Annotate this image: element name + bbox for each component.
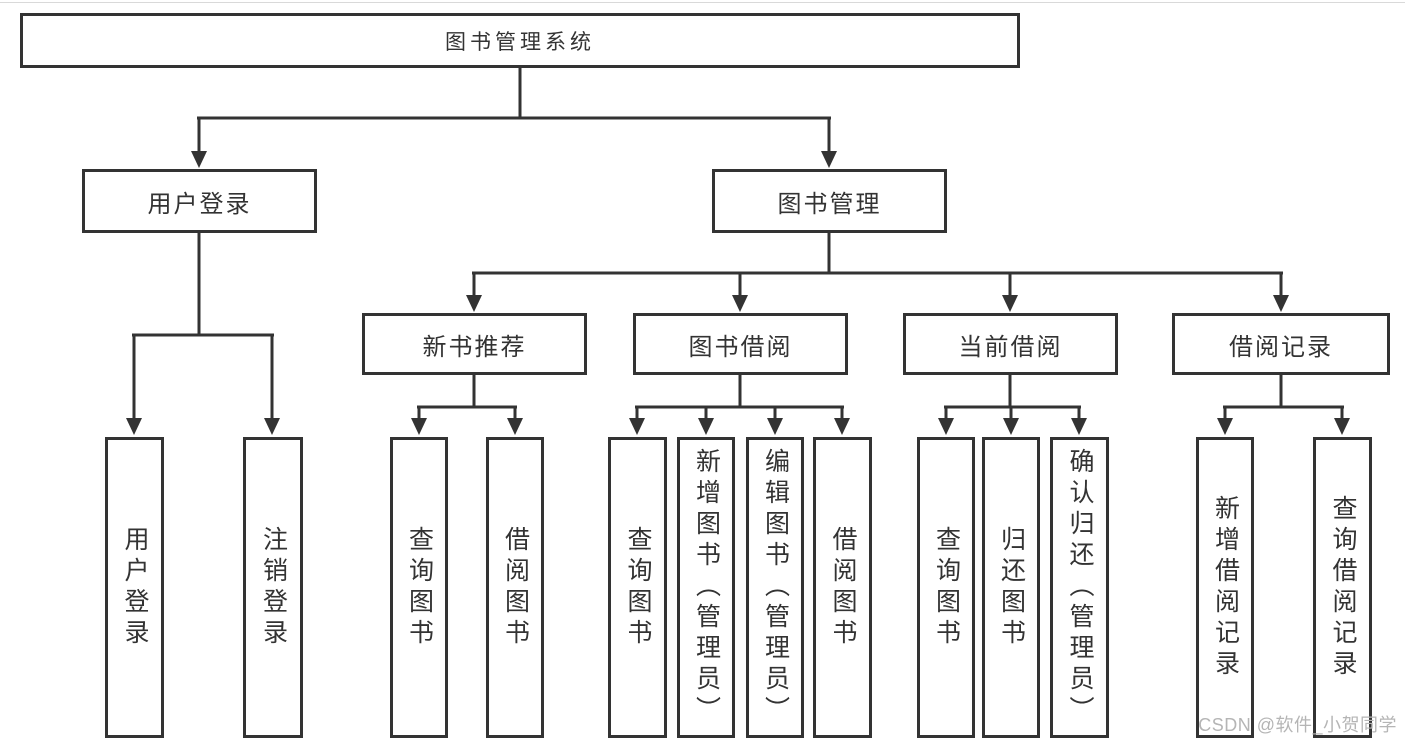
arrowhead bbox=[732, 295, 748, 312]
arrowhead bbox=[1003, 418, 1019, 435]
arrowhead bbox=[698, 418, 714, 435]
node-user-login-label: 用户登录 bbox=[147, 190, 252, 218]
leaf-confirm-return-admin: 确认归还（管理员） bbox=[1050, 437, 1109, 738]
arrowhead bbox=[1334, 418, 1350, 435]
leaf-query-borrow-record: 查询借阅记录 bbox=[1313, 437, 1372, 738]
page-top-divider bbox=[0, 2, 1405, 3]
leaf-add-borrow-record: 新增借阅记录 bbox=[1196, 437, 1254, 738]
leaf-recommend-borrow-book: 借阅图书 bbox=[486, 437, 544, 738]
connector-book-management bbox=[472, 233, 1283, 300]
connector-new-book-recommend bbox=[417, 375, 517, 423]
node-book-borrow-label: 图书借阅 bbox=[688, 333, 793, 361]
csdn-watermark: CSDN @软件_小贺同学 bbox=[1198, 715, 1397, 735]
connector-book-borrow bbox=[635, 375, 844, 423]
leaf-add-book-admin: 新增图书（管理员） bbox=[677, 437, 735, 738]
node-library-system-label: 图书管理系统 bbox=[445, 30, 595, 54]
arrowhead bbox=[821, 151, 837, 168]
leaf-logout: 注销登录 bbox=[243, 437, 303, 738]
leaf-recommend-borrow-book-label: 借阅图书 bbox=[501, 525, 530, 650]
leaf-borrow-book: 借阅图书 bbox=[813, 437, 872, 738]
leaf-logout-label: 注销登录 bbox=[259, 525, 288, 650]
leaf-add-borrow-record-label: 新增借阅记录 bbox=[1211, 494, 1240, 681]
leaf-recommend-query-book: 查询图书 bbox=[390, 437, 448, 738]
arrowhead bbox=[1273, 295, 1289, 312]
node-library-system: 图书管理系统 bbox=[20, 13, 1020, 68]
leaf-borrow-query-book-label: 查询图书 bbox=[624, 525, 652, 650]
leaf-confirm-return-admin-label: 确认归还（管理员） bbox=[1066, 448, 1094, 727]
node-current-borrow: 当前借阅 bbox=[903, 313, 1118, 375]
arrowhead bbox=[126, 418, 142, 435]
leaf-add-book-admin-label: 新增图书（管理员） bbox=[692, 448, 721, 727]
connector-root bbox=[197, 68, 831, 156]
connector-current-borrow bbox=[944, 375, 1081, 423]
arrowhead bbox=[938, 418, 954, 435]
leaf-return-book: 归还图书 bbox=[982, 437, 1040, 738]
leaf-borrow-query-book: 查询图书 bbox=[608, 437, 667, 738]
arrowhead bbox=[1071, 418, 1087, 435]
node-new-book-recommend-label: 新书推荐 bbox=[422, 333, 527, 361]
node-book-borrow: 图书借阅 bbox=[633, 313, 848, 375]
node-borrow-records-label: 借阅记录 bbox=[1229, 333, 1333, 361]
arrowhead bbox=[629, 418, 645, 435]
arrowhead bbox=[466, 295, 482, 312]
leaf-user-login: 用户登录 bbox=[105, 437, 164, 738]
leaf-user-login-label: 用户登录 bbox=[121, 525, 149, 650]
arrowhead bbox=[834, 418, 850, 435]
node-book-management-label: 图书管理 bbox=[777, 190, 882, 218]
arrowhead bbox=[1217, 418, 1233, 435]
leaf-current-query-book: 查询图书 bbox=[917, 437, 975, 738]
arrowhead bbox=[767, 418, 783, 435]
node-borrow-records: 借阅记录 bbox=[1172, 313, 1390, 375]
node-current-borrow-label: 当前借阅 bbox=[958, 333, 1063, 361]
arrowhead bbox=[1002, 295, 1018, 312]
arrowhead bbox=[411, 418, 427, 435]
arrowhead bbox=[191, 151, 207, 168]
leaf-current-query-book-label: 查询图书 bbox=[932, 525, 961, 650]
connector-borrow-records bbox=[1223, 375, 1344, 423]
connector-user-login bbox=[132, 233, 274, 423]
arrowhead bbox=[264, 418, 280, 435]
leaf-edit-book-admin: 编辑图书（管理员） bbox=[746, 437, 804, 738]
leaf-recommend-query-book-label: 查询图书 bbox=[405, 525, 434, 650]
leaf-return-book-label: 归还图书 bbox=[997, 525, 1026, 650]
leaf-edit-book-admin-label: 编辑图书（管理员） bbox=[761, 448, 790, 727]
arrowhead bbox=[507, 418, 523, 435]
leaf-query-borrow-record-label: 查询借阅记录 bbox=[1329, 494, 1357, 681]
node-book-management: 图书管理 bbox=[712, 169, 947, 233]
node-user-login: 用户登录 bbox=[82, 169, 317, 233]
node-new-book-recommend: 新书推荐 bbox=[362, 313, 587, 375]
leaf-borrow-book-label: 借阅图书 bbox=[829, 525, 857, 650]
